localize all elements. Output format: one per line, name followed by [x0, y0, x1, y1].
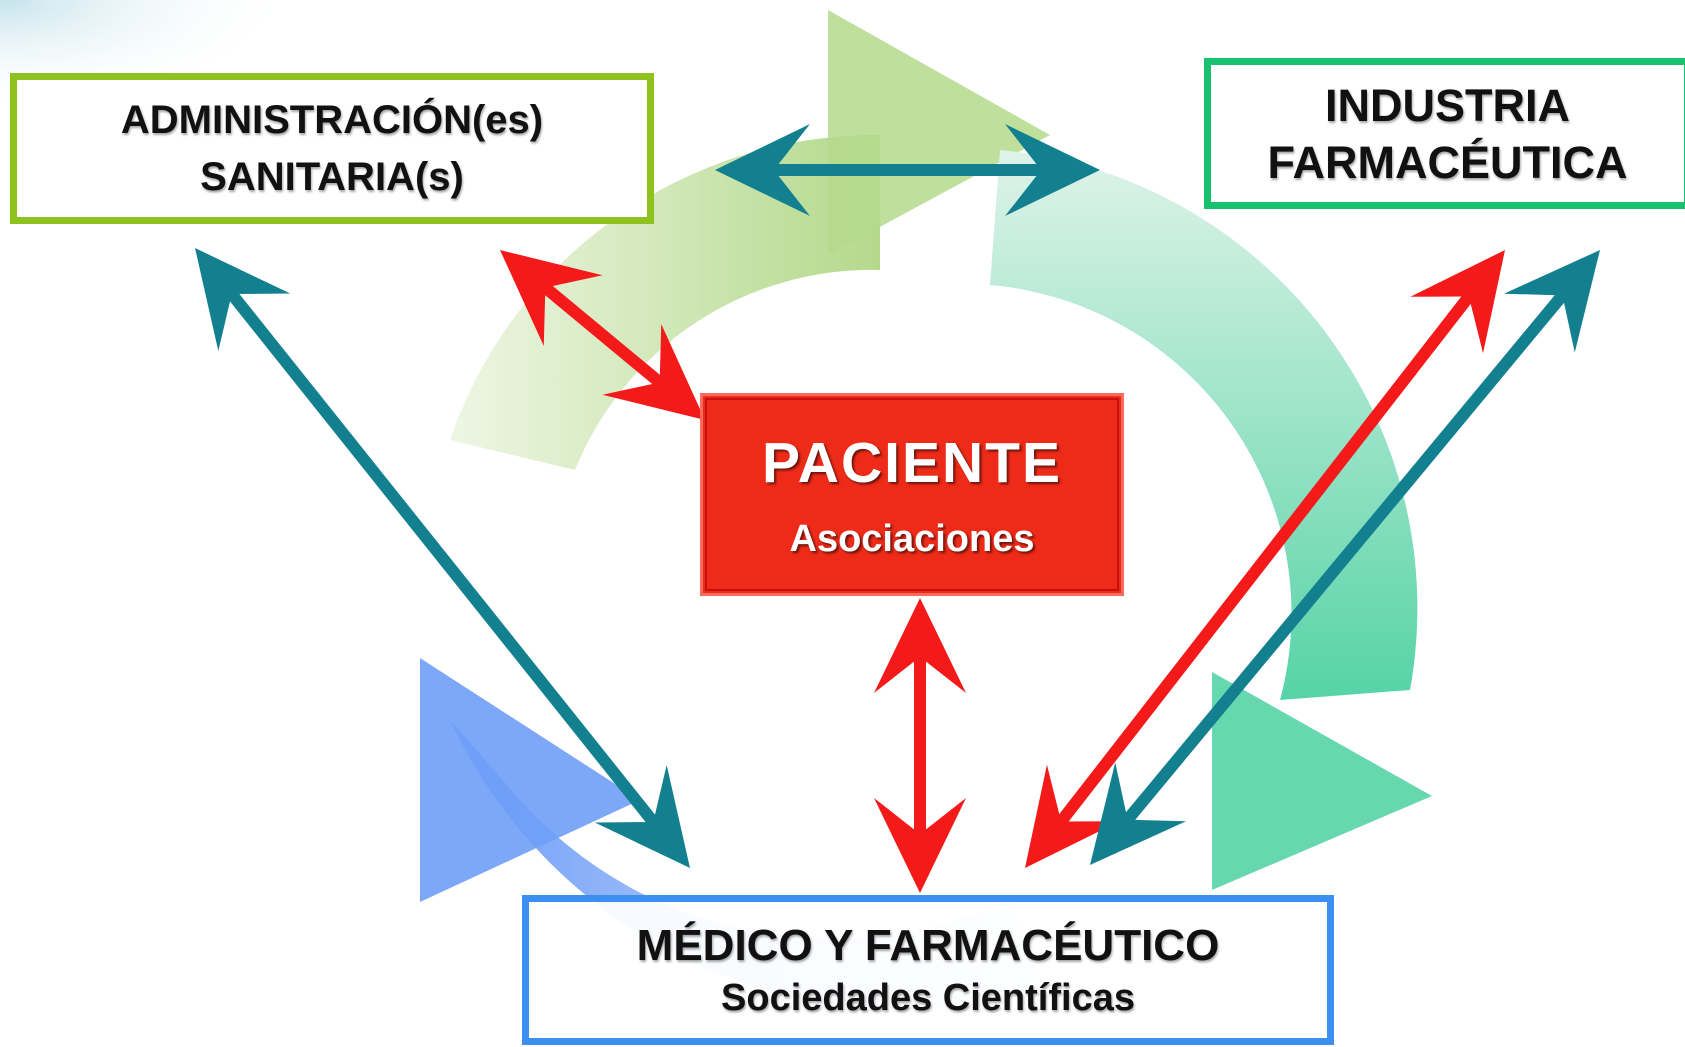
arrowhead-start: [500, 250, 603, 347]
arrowhead-end: [874, 798, 966, 893]
admin-line-2: SANITARIA(s): [200, 154, 464, 199]
node-industria-farmaceutica: INDUSTRIA FARMACÉUTICA: [1204, 58, 1685, 209]
connector-shaft: [540, 281, 665, 389]
connector-shaft: [225, 288, 660, 828]
paciente-subtitle: Asociaciones: [789, 518, 1035, 560]
node-paciente: PACIENTE Asociaciones: [700, 393, 1124, 596]
connector-admin-medico-teal: [195, 248, 690, 868]
paciente-title: PACIENTE: [762, 431, 1062, 495]
cycle-band-top: [450, 134, 880, 470]
arrowhead-start: [874, 598, 966, 693]
medico-title: MÉDICO Y FARMACÉUTICO: [636, 921, 1220, 970]
connector-paciente-medico-red: [874, 598, 966, 893]
medico-subtitle: Sociedades Científicas: [721, 977, 1135, 1019]
industria-line-1: INDUSTRIA: [1325, 79, 1570, 131]
arrowhead-end: [1090, 762, 1187, 865]
cycle-arrowhead-top: [828, 10, 1050, 255]
arrowhead-start: [715, 124, 810, 216]
arrowhead-end: [602, 323, 705, 420]
arrowhead-end: [1025, 764, 1120, 868]
node-medico-farmaceutico: MÉDICO Y FARMACÉUTICO Sociedades Científ…: [522, 895, 1334, 1045]
arrowhead-end: [594, 765, 690, 868]
industria-line-2: FARMACÉUTICA: [1267, 136, 1628, 188]
connector-shaft: [1055, 291, 1475, 827]
cycle-arrowhead-right: [1212, 672, 1432, 890]
arrowhead-start: [1503, 250, 1600, 353]
connector-industria-medico-red: [1025, 250, 1505, 868]
cycle-arrowhead-bottom: [420, 658, 640, 902]
node-administracion-sanitaria: ADMINISTRACIÓN(es) SANITARIA(s): [10, 73, 654, 224]
connector-admin-industria-teal: [715, 124, 1100, 216]
admin-line-1: ADMINISTRACIÓN(es): [120, 97, 544, 142]
connector-admin-paciente-red: [500, 250, 705, 420]
arrowhead-end: [1005, 124, 1100, 216]
arrowhead-start: [1410, 250, 1505, 354]
connector-industria-medico-teal: [1090, 250, 1600, 865]
connectors-layer: [195, 124, 1600, 893]
connector-shaft: [1121, 290, 1569, 825]
cycle-band-right: [990, 150, 1418, 700]
arrowhead-start: [195, 248, 291, 351]
